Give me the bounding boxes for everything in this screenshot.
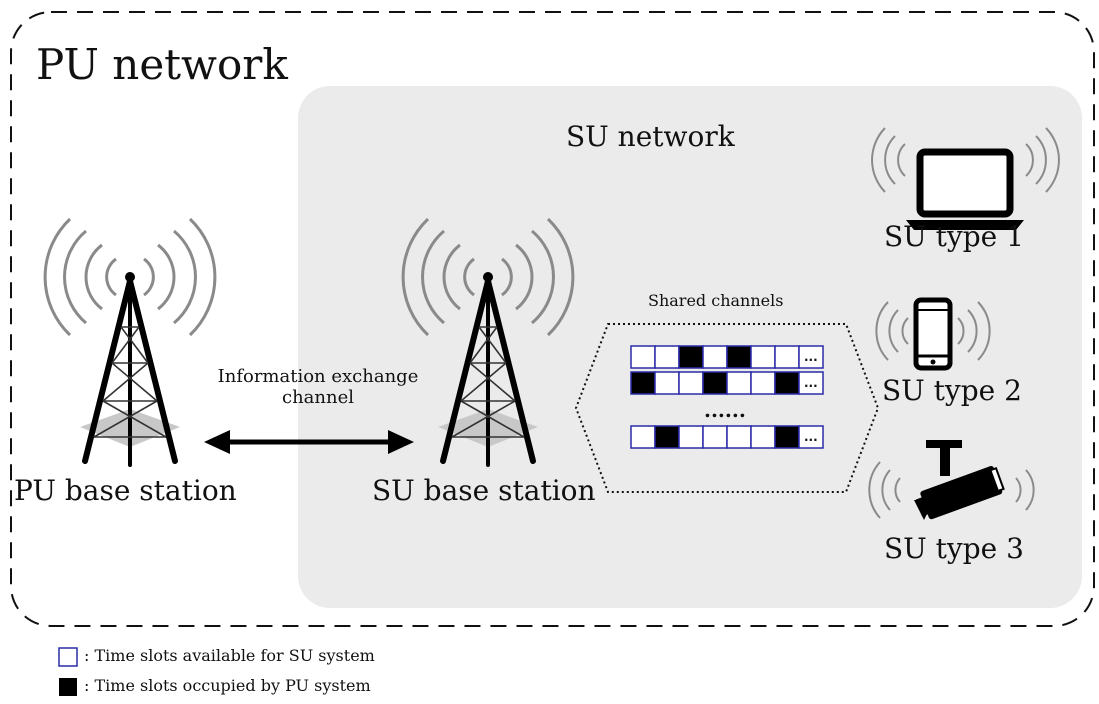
info-exchange-arrow [204, 430, 414, 454]
legend-available-swatch [58, 647, 78, 667]
legend-occupied-label: : Time slots occupied by PU system [84, 676, 371, 695]
slot-occupied [678, 345, 704, 369]
slot-available [798, 345, 824, 369]
slot-available [630, 425, 656, 449]
su-type-3-label: SU type 3 [884, 532, 1024, 565]
slot-occupied [774, 371, 800, 395]
legend-available-label: : Time slots available for SU system [84, 646, 375, 665]
slot-available [726, 425, 752, 449]
slot-available [798, 425, 824, 449]
laptop-icon [871, 127, 1060, 230]
slot-occupied [702, 371, 728, 395]
shared-channels-label: Shared channels [648, 291, 784, 310]
slot-available [702, 425, 728, 449]
slot-ellipsis: ... [804, 350, 818, 364]
slot-occupied [654, 425, 680, 449]
security-camera-icon [868, 440, 1035, 520]
slot-occupied [726, 345, 752, 369]
su-type-2-label: SU type 2 [882, 374, 1022, 407]
smartphone-icon [875, 297, 991, 371]
slot-available [750, 371, 776, 395]
slot-available [654, 345, 680, 369]
pu-tower-icon [43, 217, 217, 467]
pu-network-boundary [10, 11, 1095, 627]
slot-occupied [630, 371, 656, 395]
slot-available [678, 425, 704, 449]
slot-available [630, 345, 656, 369]
slot-ellipsis: ... [804, 376, 818, 390]
row-dots: ...... [704, 398, 746, 422]
info-exchange-label: Information exchange channel [217, 366, 419, 408]
slot-available [654, 371, 680, 395]
slot-occupied [774, 425, 800, 449]
slot-available [726, 371, 752, 395]
slot-available [678, 371, 704, 395]
legend-occupied-swatch [59, 678, 77, 696]
pu-base-station-label: PU base station [14, 474, 237, 507]
slot-available [774, 345, 800, 369]
pu-network-title: PU network [36, 40, 288, 89]
su-tower-icon [401, 217, 575, 467]
su-base-station-label: SU base station [372, 474, 596, 507]
slot-available [702, 345, 728, 369]
time-slot-grid: ......... [630, 345, 824, 449]
shared-channels-boundary [574, 323, 880, 493]
slot-available [798, 371, 824, 395]
slot-available [750, 345, 776, 369]
slot-available [750, 425, 776, 449]
slot-ellipsis: ... [804, 430, 818, 444]
su-network-title: SU network [566, 120, 735, 153]
su-type-1-label: SU type 1 [884, 220, 1024, 253]
